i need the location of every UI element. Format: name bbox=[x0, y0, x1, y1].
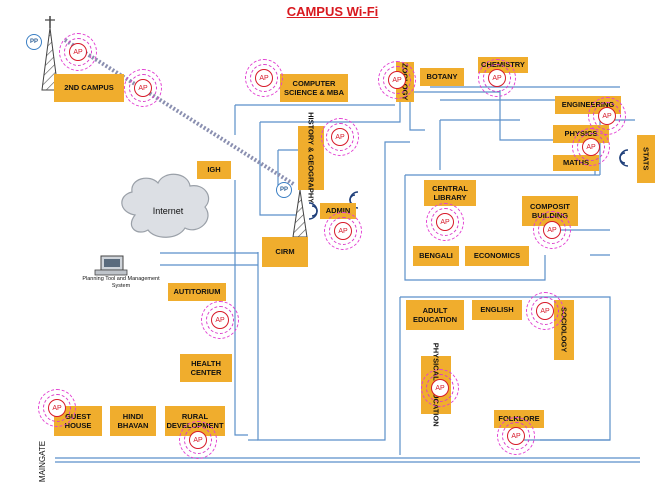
building-history-geography: HISTORY & GEOGRAPHY bbox=[298, 112, 324, 204]
building-adult-education: ADULT EDUCATION bbox=[406, 300, 464, 330]
building-auditorium: AUTITORIUM bbox=[168, 283, 226, 301]
access-point-icon: AP bbox=[533, 211, 571, 249]
building-stats: STATS bbox=[637, 135, 655, 183]
building-economics: ECONOMICS bbox=[465, 246, 529, 266]
building-igh: IGH bbox=[197, 161, 231, 179]
building-health-center: HEALTH CENTER bbox=[180, 354, 232, 382]
access-point-icon: AP bbox=[478, 59, 516, 97]
building-computer-science: COMPUTER SCIENCE & MBA bbox=[280, 74, 348, 102]
access-point-icon: AP bbox=[38, 389, 76, 427]
building-botany: BOTANY bbox=[420, 68, 464, 86]
access-point-icon: AP bbox=[426, 203, 464, 241]
access-point-icon: AP bbox=[421, 369, 459, 407]
access-point-icon: AP bbox=[526, 292, 564, 330]
nms-label: Planning Tool and Management System bbox=[82, 276, 160, 290]
internet-cloud bbox=[121, 173, 210, 238]
access-point-icon: AP bbox=[124, 69, 162, 107]
building-hindi-bhavan: HINDI BHAVAN bbox=[110, 406, 156, 436]
diagram-title: CAMPUS Wi-Fi bbox=[286, 4, 379, 19]
internet-label: Internet bbox=[152, 206, 184, 216]
nms-computer bbox=[94, 255, 128, 276]
access-point-icon: AP bbox=[324, 212, 362, 250]
pp-antenna-icon: PP bbox=[26, 34, 42, 50]
building-bengali: BENGALI bbox=[413, 246, 459, 266]
access-point-icon: AP bbox=[321, 118, 359, 156]
building-2nd-campus: 2ND CAMPUS bbox=[54, 74, 124, 102]
pp-antenna-icon: PP bbox=[276, 182, 292, 198]
building-central-library: CENTRAL LIBRARY bbox=[424, 180, 476, 206]
access-point-icon: AP bbox=[201, 301, 239, 339]
access-point-icon: AP bbox=[378, 61, 416, 99]
access-point-icon: AP bbox=[588, 97, 626, 135]
building-english: ENGLISH bbox=[472, 300, 522, 320]
wifi-signal-icons bbox=[308, 149, 629, 220]
access-point-icon: AP bbox=[179, 421, 217, 459]
building-cirm: CIRM bbox=[262, 237, 308, 267]
point-to-point-link bbox=[63, 38, 297, 187]
maingate-label: MAINGATE bbox=[38, 440, 48, 482]
access-point-icon: AP bbox=[245, 59, 283, 97]
access-point-icon: AP bbox=[59, 33, 97, 71]
access-point-icon: AP bbox=[497, 417, 535, 455]
access-point-icon: AP bbox=[572, 128, 610, 166]
